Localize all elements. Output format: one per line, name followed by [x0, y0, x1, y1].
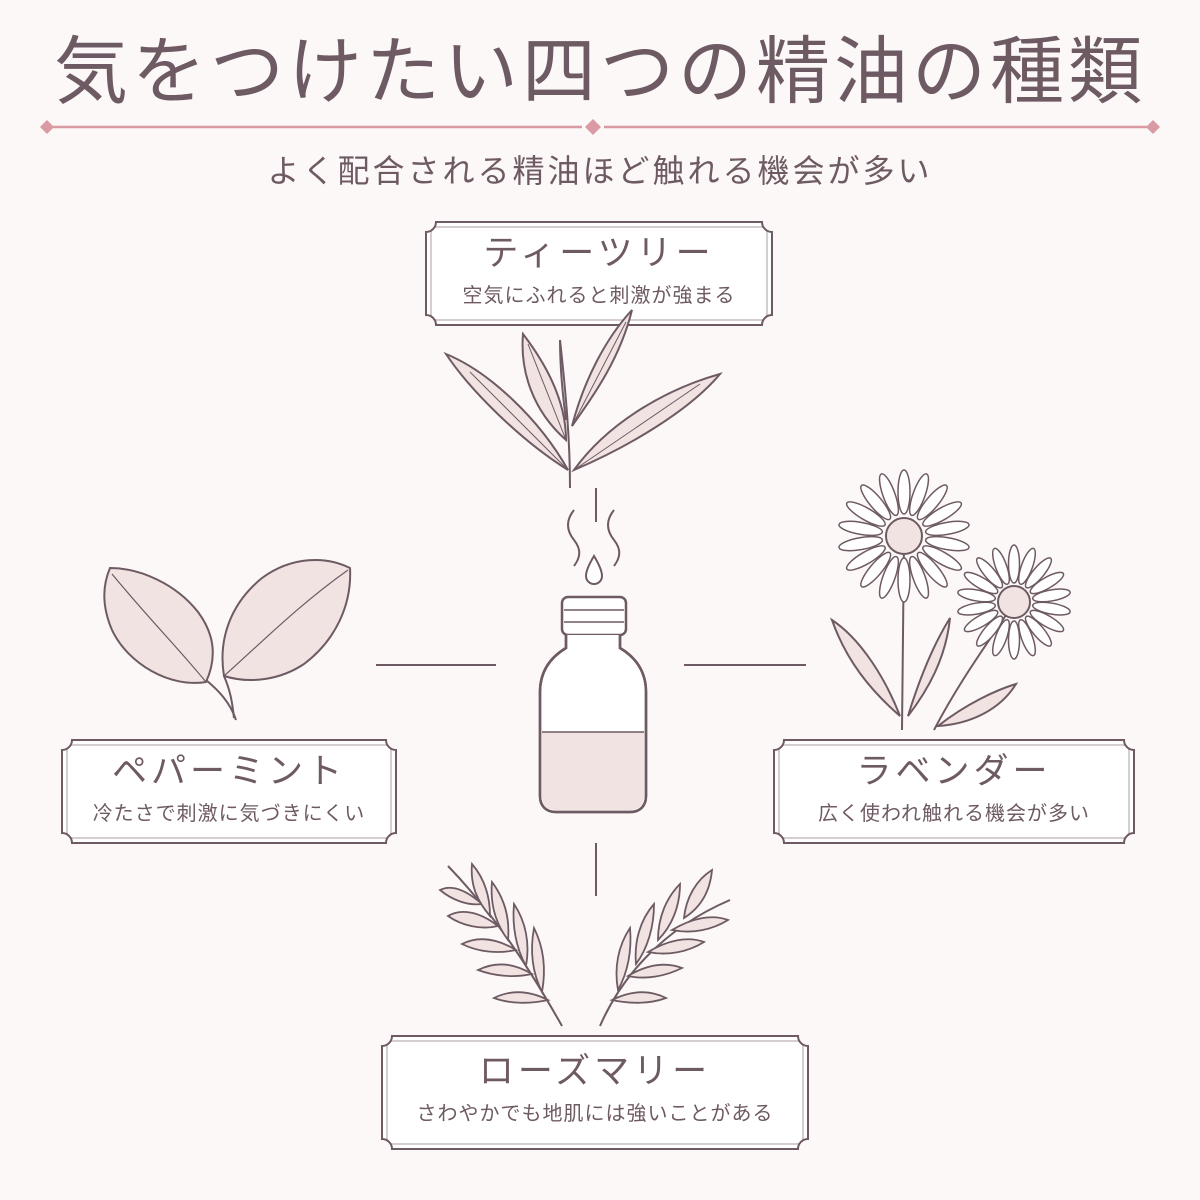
rosemary-sprigs-icon	[438, 861, 731, 1027]
tea-tree-leaves-icon	[443, 309, 723, 489]
oil-description: 空気にふれると刺激が強まる	[462, 283, 736, 307]
daisy-large	[838, 469, 970, 603]
peppermint-leaves-icon	[103, 559, 352, 721]
oil-drop-icon	[584, 554, 604, 585]
oil-name: ローズマリー	[478, 1052, 712, 1092]
oil-description: 冷たさで刺激に気づきにくい	[92, 801, 366, 825]
oil-card-lavender: ラベンダー 広く使われ触れる機会が多い	[774, 746, 1134, 828]
oil-description: 広く使われ触れる機会が多い	[818, 801, 1090, 825]
oil-name: ラベンダー	[856, 752, 1052, 792]
title-divider	[40, 119, 1160, 135]
daisy-small	[957, 544, 1071, 660]
oil-description: さわやかでも地肌には強いことがある	[416, 1101, 774, 1125]
page-title: 気をつけたい四つの精油の種類	[54, 29, 1146, 115]
aroma-wave-icon	[567, 509, 621, 567]
page-subtitle: よく配合される精油ほど触れる機会が多い	[267, 152, 933, 190]
oil-card-tea-tree: ティーツリー 空気にふれると刺激が強まる	[426, 228, 772, 310]
oil-name: ペパーミント	[111, 752, 346, 792]
oil-card-rosemary: ローズマリー さわやかでも地肌には強いことがある	[382, 1046, 808, 1128]
essential-oil-bottle-icon	[538, 595, 648, 814]
oil-name: ティーツリー	[483, 234, 715, 274]
connector-lines	[376, 488, 806, 896]
daisy-flowers-icon	[830, 469, 1071, 731]
oil-card-peppermint: ペパーミント 冷たさで刺激に気づきにくい	[62, 746, 396, 828]
